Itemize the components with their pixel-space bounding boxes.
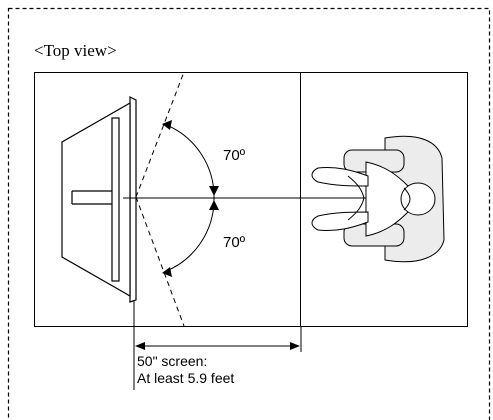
angle-label-upper: 70º (223, 147, 246, 164)
distance-caption-line1: 50" screen: (137, 353, 207, 369)
dashed-frame (7, 7, 491, 420)
arc-arrowhead (162, 267, 172, 277)
angle-arc-upper (163, 123, 215, 199)
seated-person-top-view-icon (311, 135, 445, 263)
distance-arrowhead-right (290, 342, 300, 350)
distance-caption-line2: At least 5.9 feet (137, 370, 234, 386)
angle-arc-lower (163, 197, 215, 273)
angle-boundary-upper (135, 71, 185, 198)
distance-arrowhead-left (135, 342, 145, 350)
tv-top-view-icon (61, 96, 137, 303)
arc-arrowhead (162, 120, 172, 130)
angle-label-lower: 70º (223, 234, 246, 251)
arc-arrowhead (209, 200, 219, 210)
room-outline (34, 72, 468, 327)
view-title: <Top view> (34, 41, 117, 60)
angle-boundary-lower (135, 196, 185, 327)
arc-arrowhead (209, 186, 219, 196)
